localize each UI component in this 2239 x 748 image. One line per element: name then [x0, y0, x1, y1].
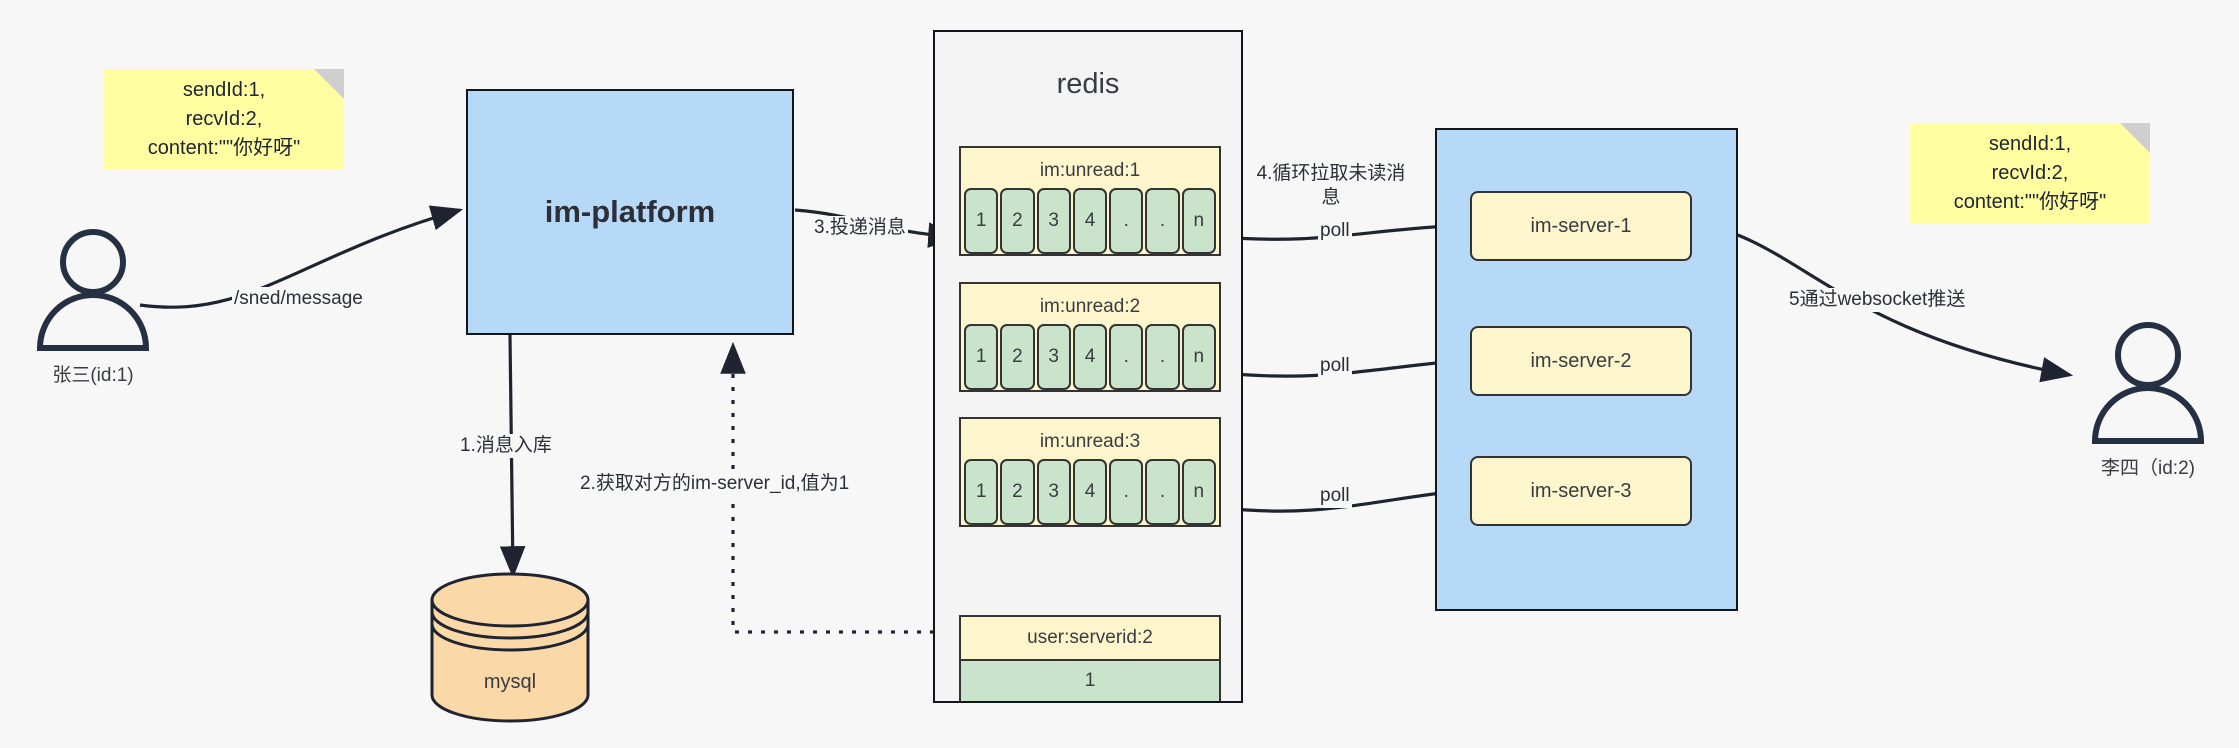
- redis-queue-2-label: im:unread:2: [1039, 296, 1141, 317]
- sticky-note-left-line2: recvId:2,: [185, 107, 263, 130]
- edge-label-step1: 1.消息入库: [458, 434, 554, 458]
- redis-cell[interactable]: .: [1109, 459, 1144, 525]
- edge-label-step3: 3.投递消息: [812, 216, 908, 240]
- redis-queue-3-cells: 1 2 3 4 . . n: [964, 459, 1216, 525]
- node-im-platform[interactable]: im-platform: [466, 89, 794, 335]
- redis-cell[interactable]: .: [1145, 324, 1180, 390]
- sticky-note-right-line1: sendId:1,: [1988, 132, 2072, 155]
- redis-cell[interactable]: 3: [1036, 324, 1071, 390]
- sticky-note-right: sendId:1, recvId:2, content:""你好呀": [1910, 123, 2150, 223]
- redis-cell[interactable]: 4: [1072, 324, 1108, 390]
- edge-label-step4: 4.循环拉取未读消息: [1254, 162, 1408, 210]
- redis-cell[interactable]: 1: [964, 459, 999, 525]
- redis-queue-2-cells: 1 2 3 4 . . n: [964, 324, 1216, 390]
- redis-cell[interactable]: 1: [964, 324, 999, 390]
- sticky-note-left: sendId:1, recvId:2, content:""你好呀": [104, 69, 344, 169]
- edge-label-step2: 2.获取对方的im-server_id,值为1: [578, 472, 852, 496]
- node-im-server-3[interactable]: im-server-3: [1470, 456, 1692, 526]
- redis-cell[interactable]: 3: [1036, 188, 1071, 254]
- edge-label-step4-line2: 息: [1321, 186, 1341, 208]
- redis-queue-1-cells: 1 2 3 4 . . n: [964, 188, 1216, 254]
- redis-kv-key: user:serverid:2: [1027, 627, 1153, 648]
- node-im-server-1[interactable]: im-server-1: [1470, 191, 1692, 261]
- redis-kv-value: 1: [961, 659, 1219, 701]
- actor-receiver: 李四（id:2): [2095, 325, 2201, 479]
- sticky-note-right-line2: recvId:2,: [1991, 161, 2069, 184]
- node-mysql[interactable]: mysql: [432, 574, 588, 722]
- node-mysql-label: mysql: [483, 671, 537, 693]
- sticky-note-left-line1: sendId:1,: [182, 78, 266, 101]
- actor-sender: 张三(id:1): [40, 232, 146, 386]
- redis-cell[interactable]: .: [1145, 459, 1180, 525]
- redis-cell[interactable]: .: [1109, 324, 1144, 390]
- actor-sender-label: 张三(id:1): [52, 365, 134, 386]
- node-im-platform-label: im-platform: [544, 194, 716, 229]
- redis-queue-1-label: im:unread:1: [1039, 160, 1141, 181]
- node-im-server-2-label: im-server-2: [1530, 349, 1632, 372]
- redis-cell[interactable]: 2: [1000, 459, 1035, 525]
- redis-kv-user-serverid[interactable]: user:serverid:2 1: [959, 615, 1221, 701]
- redis-queue-3[interactable]: im:unread:3 1 2 3 4 . . n: [959, 417, 1221, 527]
- redis-cell[interactable]: 2: [1000, 324, 1035, 390]
- redis-queue-3-label: im:unread:3: [1039, 431, 1141, 452]
- redis-cell[interactable]: 3: [1036, 459, 1071, 525]
- redis-cell[interactable]: 4: [1072, 188, 1108, 254]
- node-im-server-2[interactable]: im-server-2: [1470, 326, 1692, 396]
- redis-cell[interactable]: n: [1181, 459, 1216, 525]
- node-im-server-3-label: im-server-3: [1530, 479, 1632, 502]
- redis-queue-1[interactable]: im:unread:1 1 2 3 4 . . n: [959, 146, 1221, 256]
- redis-cell[interactable]: .: [1109, 188, 1144, 254]
- node-redis-title: redis: [1056, 68, 1120, 100]
- actor-receiver-label: 李四（id:2): [2101, 458, 2195, 479]
- node-redis-panel[interactable]: redis im:unread:1 1 2 3 4 . . n im:unrea…: [933, 30, 1243, 703]
- redis-cell[interactable]: 1: [964, 188, 999, 254]
- redis-cell[interactable]: n: [1181, 324, 1216, 390]
- redis-cell[interactable]: 2: [1000, 188, 1035, 254]
- sticky-fold-icon: [314, 69, 344, 99]
- node-im-server-cluster[interactable]: im-server-1 im-server-2 im-server-3: [1435, 128, 1738, 611]
- edge-label-poll-2: poll: [1318, 354, 1352, 378]
- redis-cell[interactable]: n: [1181, 188, 1216, 254]
- redis-cell[interactable]: 4: [1072, 459, 1108, 525]
- edge-label-step4-line1: 4.循环拉取未读消: [1256, 163, 1406, 184]
- redis-cell[interactable]: .: [1145, 188, 1180, 254]
- sticky-note-right-line3: content:""你好呀": [1953, 190, 2107, 213]
- edge-label-poll-1: poll: [1318, 219, 1352, 243]
- edge-label-send-message: /sned/message: [232, 287, 365, 311]
- redis-queue-2[interactable]: im:unread:2 1 2 3 4 . . n: [959, 282, 1221, 392]
- node-im-server-1-label: im-server-1: [1530, 214, 1632, 237]
- sticky-fold-icon: [2120, 123, 2150, 153]
- edge-label-step5: 5通过websocket推送: [1787, 288, 1968, 312]
- sticky-note-left-line3: content:""你好呀": [147, 136, 301, 159]
- edge-label-poll-3: poll: [1318, 484, 1352, 508]
